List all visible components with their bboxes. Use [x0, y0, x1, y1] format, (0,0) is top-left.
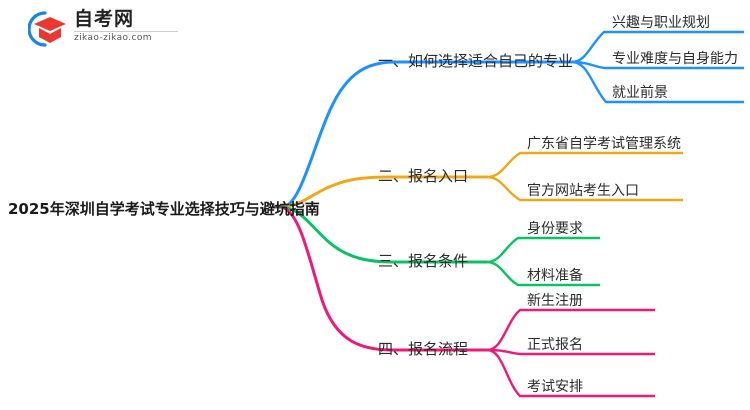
graduation-cap-icon [27, 10, 68, 48]
leaf-label-2-1[interactable]: 广东省自学考试管理系统 [527, 136, 681, 152]
branch-1-lines [281, 30, 744, 209]
leaf-label-3-2[interactable]: 材料准备 [527, 268, 583, 284]
leaf-label-2-2[interactable]: 官方网站考生入口 [527, 183, 639, 199]
leaf-label-1-2[interactable]: 专业难度与自身能力 [612, 51, 738, 67]
brand-block: 自考网 zikao-zikao.com [74, 8, 178, 43]
branch-label-2[interactable]: 二、报名入口 [378, 167, 469, 185]
site-logo: 自考网 zikao-zikao.com [27, 6, 178, 52]
brand-url: zikao-zikao.com [74, 33, 152, 43]
leaf-label-4-2[interactable]: 正式报名 [527, 337, 583, 353]
branch-label-4[interactable]: 四、报名流程 [378, 340, 469, 358]
branch-3-lines [281, 205, 600, 287]
root-node-label[interactable]: 2025年深圳自学考试专业选择技巧与避坑指南 [8, 200, 320, 218]
branch-label-1[interactable]: 一、如何选择适合自己的专业 [378, 52, 574, 70]
leaf-label-4-1[interactable]: 新生注册 [527, 293, 583, 309]
leaf-label-3-1[interactable]: 身份要求 [527, 221, 583, 237]
brand-name: 自考网 [74, 8, 135, 30]
leaf-label-4-3[interactable]: 考试安排 [527, 379, 583, 395]
leaf-label-1-3[interactable]: 就业前景 [612, 85, 668, 101]
branch-4-lines [281, 205, 655, 398]
leaf-label-1-1[interactable]: 兴趣与职业规划 [612, 15, 710, 31]
branch-label-3[interactable]: 三、报名条件 [378, 252, 469, 270]
brand-divider [74, 31, 178, 32]
branch-2-lines [281, 151, 683, 209]
